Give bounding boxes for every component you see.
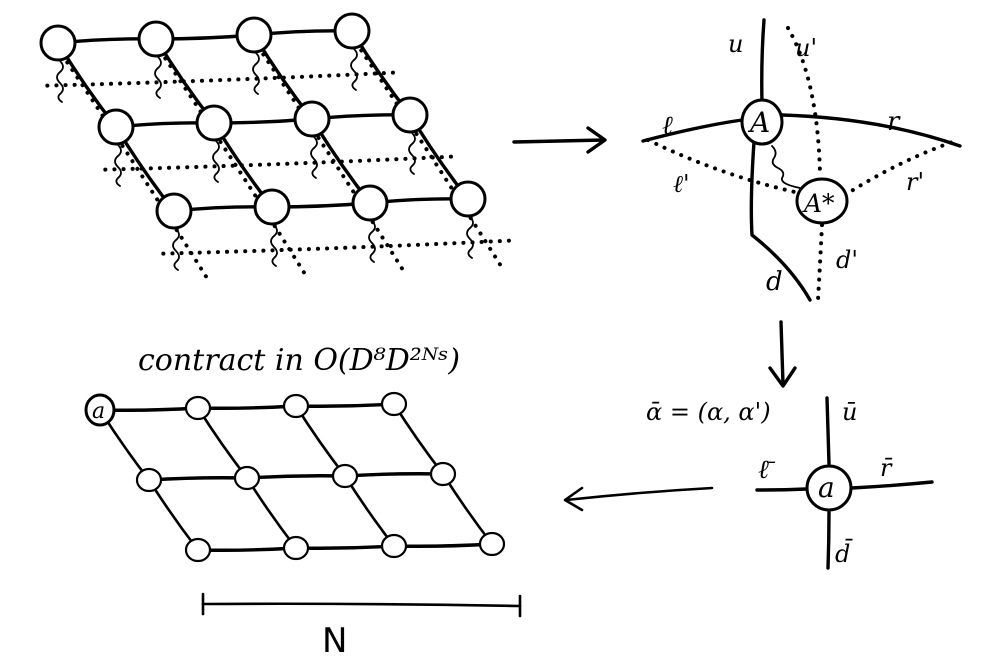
bra-layer-dotted-lattice bbox=[45, 48, 517, 280]
leg-l-bar-label: ℓ̄ bbox=[758, 455, 776, 485]
ket-tensor-node bbox=[391, 96, 429, 134]
double-layer-tensor: A A* u u' ℓ r ℓ' r' d d' bbox=[641, 18, 962, 302]
network-horizontal-bond bbox=[392, 542, 494, 548]
physical-leg bbox=[154, 56, 162, 99]
tensor-A-node bbox=[740, 98, 784, 146]
network-vertical-bond bbox=[147, 478, 200, 552]
network-vertical-bond bbox=[343, 474, 396, 548]
leg-r-prime-label: r' bbox=[906, 168, 924, 196]
network-tensor-node bbox=[233, 465, 261, 491]
contraction-cost-caption: contract in O(D⁸D²ᴺˢ) bbox=[138, 343, 460, 378]
leg-d-label: d bbox=[766, 267, 783, 297]
network-vertical-bond bbox=[196, 406, 249, 480]
network-tensor-node bbox=[380, 533, 408, 559]
physical-leg bbox=[350, 48, 358, 91]
physical-leg bbox=[310, 136, 318, 179]
physical-leg bbox=[172, 228, 180, 271]
network-horizontal-bond bbox=[343, 472, 445, 478]
tensor-A-star-label: A* bbox=[802, 189, 835, 218]
leg-d-prime-label: d' bbox=[836, 246, 858, 274]
physical-legs bbox=[56, 48, 474, 271]
ket-tensor-node bbox=[235, 16, 273, 54]
network-horizontal-bond bbox=[196, 546, 298, 552]
tensor-A-label: A bbox=[747, 106, 770, 139]
network-vertical-bond bbox=[392, 402, 445, 476]
leg-r-label: r bbox=[887, 107, 901, 137]
bra-vertical-bond bbox=[261, 52, 405, 272]
network-tensor-node bbox=[478, 531, 506, 557]
ket-tensor-node bbox=[39, 24, 77, 62]
network-horizontal-bond bbox=[147, 476, 249, 482]
bra-vertical-bond bbox=[65, 60, 209, 280]
network-tensor-node bbox=[429, 461, 457, 487]
network-vertical-bond bbox=[441, 472, 494, 546]
bra-vertical-bond bbox=[359, 48, 503, 268]
ket-tensor-node bbox=[137, 20, 175, 58]
corner-tensor-label: a bbox=[92, 399, 105, 424]
bra-horizontal-bond bbox=[45, 70, 401, 88]
network-tensor-node bbox=[282, 535, 310, 561]
ket-tensor-node bbox=[253, 188, 291, 226]
leg-r-bar-label: r̄ bbox=[880, 454, 893, 482]
corner-tensor-node bbox=[84, 393, 116, 427]
physical-leg bbox=[56, 60, 64, 103]
ket-tensor-node bbox=[97, 108, 135, 146]
ket-tensor-node bbox=[351, 184, 389, 222]
ket-tensor-node bbox=[155, 192, 193, 230]
physical-leg bbox=[252, 52, 260, 95]
leg-d-bar-label: d̄ bbox=[835, 539, 853, 568]
merged-tensor: ᾱ = (α, α') a ū ℓ̄ r̄ d̄ bbox=[646, 396, 934, 570]
network-vertical-bond bbox=[245, 476, 298, 550]
physical-leg bbox=[408, 132, 416, 175]
network-tensor-node bbox=[331, 463, 359, 489]
network-horizontal-bond bbox=[196, 404, 298, 410]
leg-l-label: ℓ bbox=[662, 111, 673, 141]
contracted-network: contract in O(D⁸D²ᴺˢ) a N bbox=[84, 343, 522, 661]
tensor-a-label: a bbox=[818, 471, 835, 504]
tensor-a-node bbox=[805, 464, 853, 512]
tensor-A-star-node bbox=[795, 177, 849, 225]
network-horizontal-bond bbox=[294, 402, 396, 408]
network-tensor-node bbox=[135, 467, 163, 493]
physical-leg bbox=[270, 224, 278, 267]
leg-u-bar-label: ū bbox=[842, 398, 857, 426]
ket-tensor-node bbox=[333, 12, 371, 50]
width-label-N: N bbox=[322, 621, 347, 661]
ket-layer-tensors bbox=[39, 12, 487, 230]
leg-u-label: u bbox=[728, 30, 743, 58]
leg-u-prime-label: u' bbox=[795, 34, 817, 62]
bra-horizontal-bond bbox=[161, 238, 517, 256]
network-horizontal-bond bbox=[294, 544, 396, 550]
network-tensor-node bbox=[184, 395, 212, 421]
bra-vertical-bond bbox=[163, 56, 307, 276]
ket-tensor-node bbox=[449, 180, 487, 218]
ket-tensor-node bbox=[293, 100, 331, 138]
network-tensor-node bbox=[184, 537, 212, 563]
arrow-right bbox=[512, 126, 607, 154]
arrow-left bbox=[563, 486, 714, 512]
bra-horizontal-bond bbox=[103, 154, 459, 172]
network-horizontal-bond bbox=[245, 474, 347, 480]
network-tensors bbox=[84, 391, 506, 563]
physical-leg bbox=[368, 220, 376, 263]
physical-leg bbox=[114, 144, 122, 187]
network-vertical-bond bbox=[294, 404, 347, 478]
merged-index-definition: ᾱ = (α, α') bbox=[646, 398, 771, 426]
peps-double-layer-network bbox=[39, 12, 517, 280]
network-tensor-node bbox=[282, 393, 310, 419]
physical-leg bbox=[466, 216, 474, 259]
ket-tensor-node bbox=[195, 104, 233, 142]
arrow-down bbox=[768, 320, 797, 388]
network-tensor-node bbox=[380, 391, 408, 417]
physical-leg bbox=[212, 140, 220, 183]
leg-l-prime-label: ℓ' bbox=[673, 170, 690, 198]
